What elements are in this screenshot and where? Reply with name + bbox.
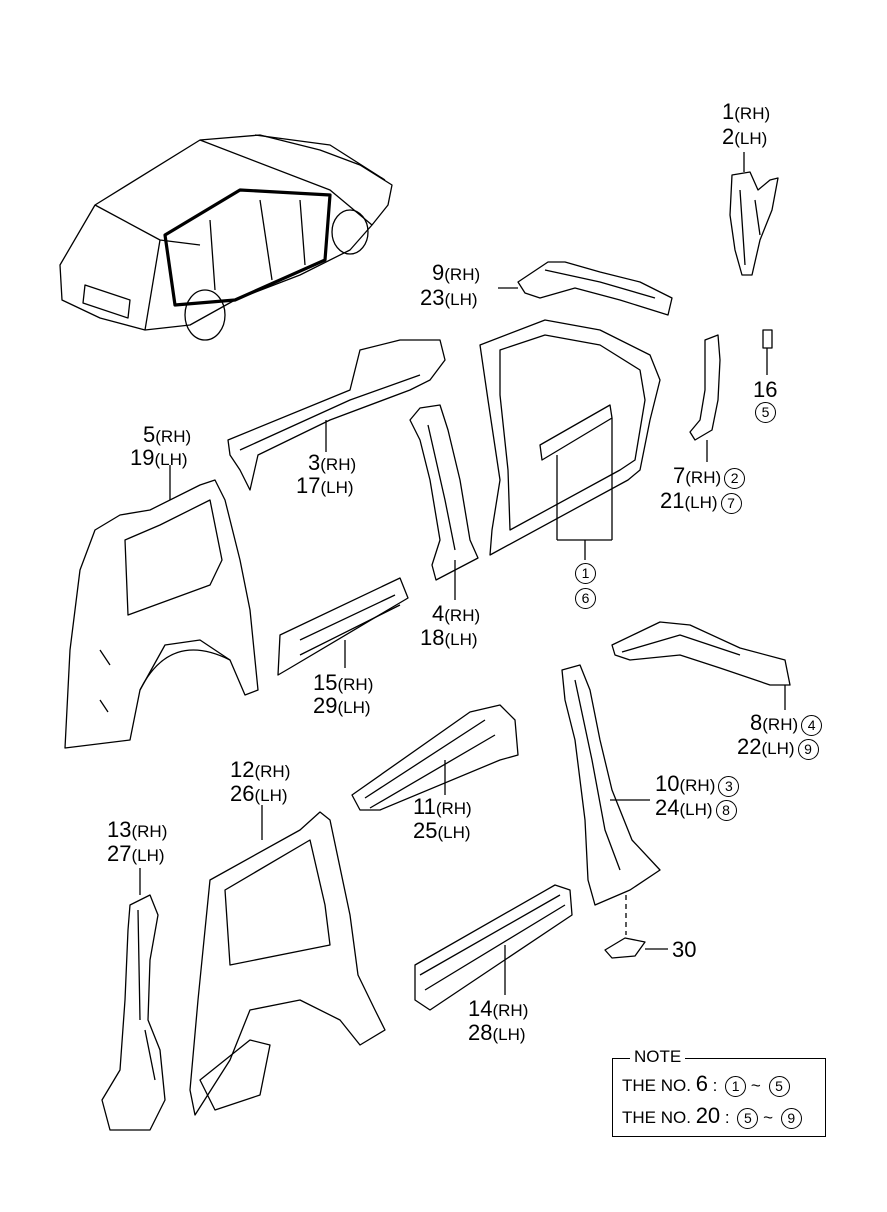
part-13-27 <box>101 868 166 1131</box>
callout-17: 17(LH) <box>296 473 354 498</box>
callout-28: 28(LH) <box>468 1020 526 1045</box>
callout-26: 26(LH) <box>230 781 288 806</box>
callout-10: 10(RH)3 <box>655 773 740 798</box>
vehicle-illustration <box>59 134 393 341</box>
callout-14: 14(RH) <box>468 996 529 1021</box>
note-row-2: THE NO. 20 : 5 ~ 9 <box>622 1103 802 1130</box>
part-12-26 <box>189 805 386 1116</box>
callout-27: 27(LH) <box>107 841 165 866</box>
part-10-24 <box>561 664 661 935</box>
callout-13: 13(RH) <box>107 817 168 842</box>
callout-9: 9(RH) <box>432 260 481 285</box>
callout-22: 22(LH)9 <box>737 736 819 761</box>
note-title: NOTE <box>630 1047 686 1067</box>
callout-1: 1(RH) <box>722 99 771 124</box>
part-11-25 <box>351 704 519 811</box>
part-7-21 <box>689 334 721 462</box>
callout-3: 3(RH) <box>308 450 357 475</box>
callout-24: 24(LH)8 <box>655 797 737 822</box>
callout-2: 2(LH) <box>722 124 768 149</box>
part-15-29 <box>277 577 409 676</box>
part-4-18 <box>409 404 479 600</box>
callout-4: 4(RH) <box>432 601 481 626</box>
callout-circled-6: 6 <box>572 588 596 609</box>
callout-16: 16 <box>753 377 778 402</box>
callout-12: 12(RH) <box>230 757 291 782</box>
front-door-frame <box>479 319 661 560</box>
callout-18: 18(LH) <box>420 625 478 650</box>
note-box <box>612 1058 826 1137</box>
callout-25: 25(LH) <box>413 818 471 843</box>
part-9-23 <box>498 261 673 316</box>
part-3-17 <box>227 339 446 491</box>
part-30 <box>604 937 668 959</box>
callout-29: 29(LH) <box>313 693 371 718</box>
part-1-2 <box>729 152 779 276</box>
callout-7: 7(RH)2 <box>673 465 746 490</box>
note-row-1: THE NO. 6 : 1 ~ 5 <box>622 1071 790 1098</box>
part-14-28 <box>414 884 573 1011</box>
callout-16-circled: 5 <box>752 402 776 423</box>
callout-19: 19(LH) <box>130 445 188 470</box>
callout-11: 11(RH) <box>413 794 472 819</box>
callout-circled-1: 1 <box>572 563 596 584</box>
callout-30: 30 <box>672 937 697 962</box>
callout-15: 15(RH) <box>313 670 374 695</box>
part-5-19 <box>64 465 259 749</box>
callout-23: 23(LH) <box>420 285 478 310</box>
callout-21: 21(LH)7 <box>660 490 742 515</box>
callout-8: 8(RH)4 <box>750 712 823 737</box>
part-16 <box>762 329 773 375</box>
part-8-22 <box>611 621 791 710</box>
callout-5: 5(RH) <box>143 422 192 447</box>
